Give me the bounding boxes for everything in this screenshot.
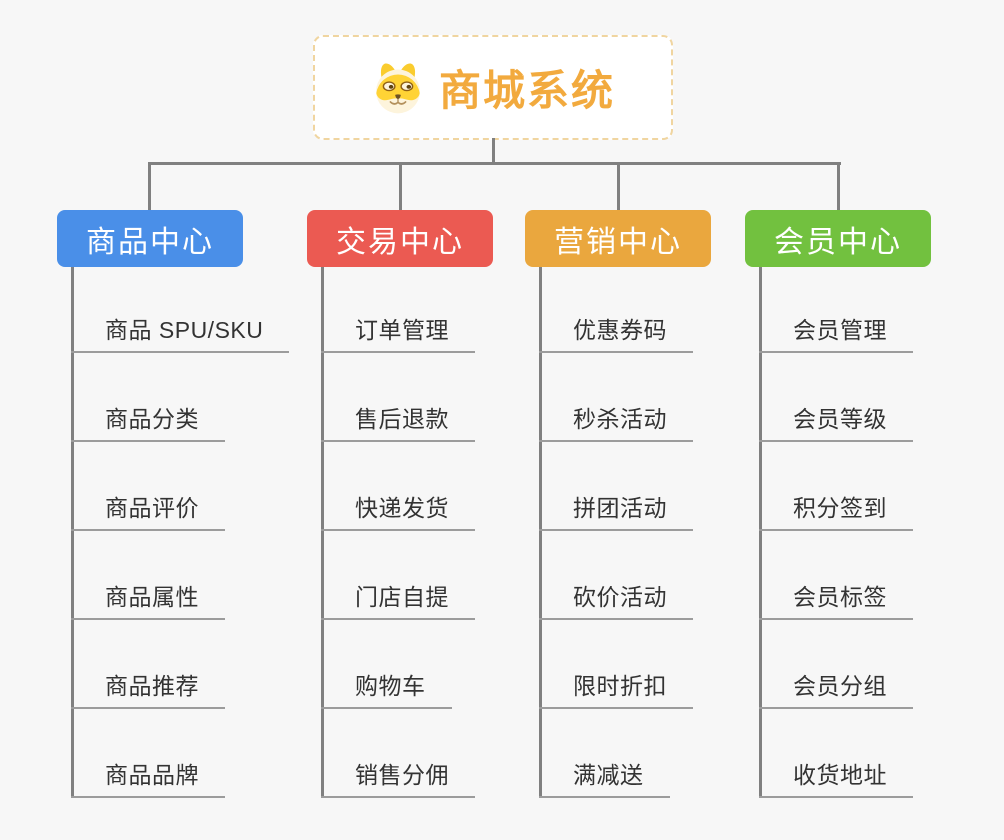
branch-node-member-center[interactable]: 会员中心 <box>745 210 931 267</box>
leaf-topic[interactable]: 商品品牌 <box>71 709 225 798</box>
leaf-topic[interactable]: 优惠券码 <box>539 264 693 353</box>
branch-trade-center: 交易中心 订单管理售后退款快递发货门店自提购物车销售分佣 <box>307 210 542 798</box>
leaf-topic[interactable]: 会员分组 <box>759 620 913 709</box>
branch-items: 优惠券码秒杀活动拼团活动砍价活动限时折扣满减送 <box>539 264 693 798</box>
branch-drop-connector <box>399 164 402 210</box>
branch-spine <box>71 267 74 798</box>
root-topic[interactable]: 商城系统 <box>313 35 673 140</box>
leaf-topic[interactable]: 商品 SPU/SKU <box>71 264 290 353</box>
branch-member-center: 会员中心 会员管理会员等级积分签到会员标签会员分组收货地址 <box>745 210 980 798</box>
leaf-topic[interactable]: 满减送 <box>539 709 670 798</box>
leaf-topic[interactable]: 会员标签 <box>759 531 913 620</box>
branch-drop-connector <box>148 164 151 210</box>
leaf-topic[interactable]: 购物车 <box>321 620 452 709</box>
leaf-topic[interactable]: 会员管理 <box>759 264 913 353</box>
leaf-topic[interactable]: 销售分佣 <box>321 709 475 798</box>
leaf-topic[interactable]: 商品推荐 <box>71 620 225 709</box>
leaf-topic[interactable]: 门店自提 <box>321 531 475 620</box>
root-title: 商城系统 <box>438 67 615 114</box>
leaf-topic[interactable]: 积分签到 <box>759 442 913 531</box>
branch-items: 订单管理售后退款快递发货门店自提购物车销售分佣 <box>321 264 475 798</box>
branch-marketing-center: 营销中心 优惠券码秒杀活动拼团活动砍价活动限时折扣满减送 <box>525 210 760 798</box>
leaf-topic[interactable]: 快递发货 <box>321 442 475 531</box>
branch-node-trade-center[interactable]: 交易中心 <box>307 210 493 267</box>
branch-rail-connector <box>148 162 841 165</box>
branch-drop-connector <box>617 164 620 210</box>
leaf-topic[interactable]: 限时折扣 <box>539 620 693 709</box>
leaf-topic[interactable]: 砍价活动 <box>539 531 693 620</box>
dog-face-icon <box>376 62 420 113</box>
branch-spine <box>539 267 542 798</box>
leaf-topic[interactable]: 会员等级 <box>759 353 913 442</box>
leaf-topic[interactable]: 拼团活动 <box>539 442 693 531</box>
leaf-topic[interactable]: 收货地址 <box>759 709 913 798</box>
branch-node-marketing-center[interactable]: 营销中心 <box>525 210 711 267</box>
leaf-topic[interactable]: 售后退款 <box>321 353 475 442</box>
leaf-topic[interactable]: 商品评价 <box>71 442 225 531</box>
leaf-topic[interactable]: 商品分类 <box>71 353 225 442</box>
leaf-topic[interactable]: 订单管理 <box>321 264 475 353</box>
branch-drop-connector <box>837 164 840 210</box>
branch-items: 会员管理会员等级积分签到会员标签会员分组收货地址 <box>759 264 913 798</box>
leaf-topic[interactable]: 秒杀活动 <box>539 353 693 442</box>
leaf-topic[interactable]: 商品属性 <box>71 531 225 620</box>
branch-spine <box>321 267 324 798</box>
branch-spine <box>759 267 762 798</box>
branch-node-product-center[interactable]: 商品中心 <box>57 210 243 267</box>
root-stem-connector <box>492 138 495 164</box>
